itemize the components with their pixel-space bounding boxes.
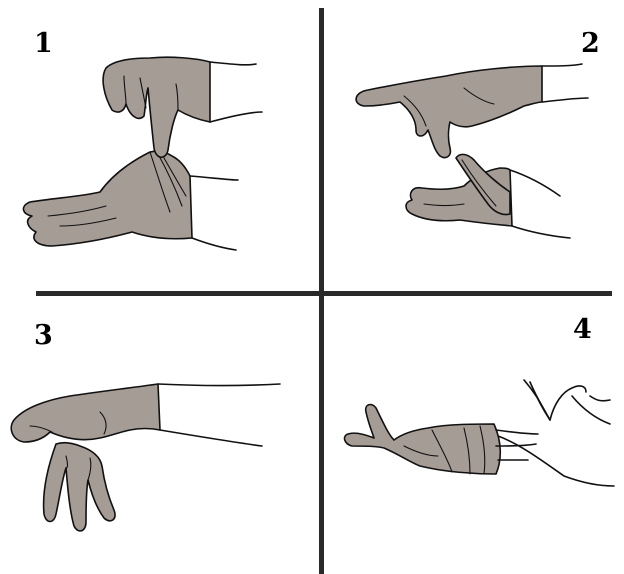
lower-gloved-hand <box>23 151 192 246</box>
panel-step-1: 1 <box>0 0 318 290</box>
double-glove-bundle <box>345 405 501 474</box>
panel-1-illustration <box>0 0 318 290</box>
upper-gloved-hand <box>356 66 542 158</box>
holding-gloved-hand <box>11 384 160 442</box>
panel-3-illustration <box>0 296 318 574</box>
panel-2-illustration <box>324 0 624 290</box>
inside-out-glove <box>44 443 115 531</box>
panel-step-2: 2 <box>324 0 624 290</box>
panel-step-3: 3 <box>0 296 318 574</box>
upper-gloved-hand <box>103 57 210 157</box>
panel-step-4: 4 <box>324 296 624 574</box>
panel-4-illustration <box>324 296 624 574</box>
